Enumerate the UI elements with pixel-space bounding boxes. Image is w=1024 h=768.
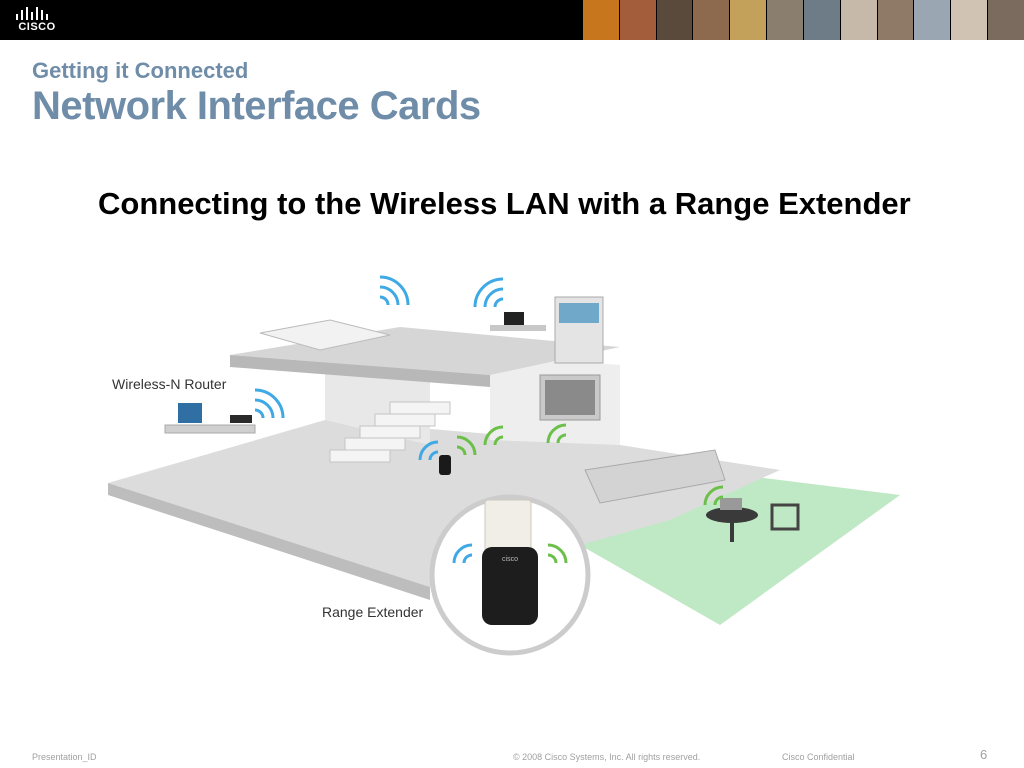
extender-wifi-green-icon [547, 543, 568, 564]
header-photo [839, 0, 877, 40]
ground-floor [108, 420, 780, 587]
confidential-notice: Cisco Confidential [782, 752, 855, 762]
slide-subtitle: Connecting to the Wireless LAN with a Ra… [98, 186, 911, 221]
header-photo [950, 0, 988, 40]
header-photo [876, 0, 914, 40]
small-range-extender [439, 455, 451, 475]
couch [584, 449, 726, 504]
header-photo [802, 0, 840, 40]
header-photo [692, 0, 730, 40]
cisco-wordmark: CISCO [18, 21, 56, 33]
cisco-logo: CISCO [12, 6, 62, 36]
presentation-id: Presentation_ID [32, 752, 97, 762]
slide-title: Network Interface Cards [32, 84, 481, 128]
wifi-signal-icons [254, 275, 504, 461]
patio-chair [770, 503, 800, 531]
desktop-monitor [178, 403, 202, 423]
range-extender-illustration: cisco Wireless-N Router Range Extender [108, 275, 900, 656]
wireless-router [230, 415, 252, 423]
header-photo [729, 0, 767, 40]
header-bar: CISCO [0, 0, 1024, 40]
extender-logo-mark: cisco [502, 556, 518, 563]
patio-table [706, 507, 758, 523]
bed [259, 319, 391, 351]
wifi-extended-icons [456, 423, 724, 506]
extender-wifi-blue-icon [452, 543, 473, 564]
upstairs-desk [490, 325, 546, 331]
cisco-bridge-logo-icon [16, 7, 48, 20]
header-photo [655, 0, 693, 40]
router-desk [164, 424, 256, 434]
header-photo [618, 0, 656, 40]
copyright-notice: © 2008 Cisco Systems, Inc. All rights re… [513, 752, 701, 762]
range-extender-label: Range Extender [322, 604, 424, 620]
laptop [720, 498, 742, 510]
page-number: 6 [980, 747, 988, 762]
range-extender-device [482, 547, 538, 625]
staircase [329, 401, 451, 463]
section-kicker: Getting it Connected [32, 58, 249, 83]
header-photo-strip [582, 0, 1024, 40]
header-photo [987, 0, 1024, 40]
upstairs-monitor [504, 312, 524, 325]
header-photo [582, 0, 619, 40]
router-label: Wireless-N Router [112, 376, 227, 392]
header-photo [766, 0, 803, 40]
header-photo [913, 0, 951, 40]
